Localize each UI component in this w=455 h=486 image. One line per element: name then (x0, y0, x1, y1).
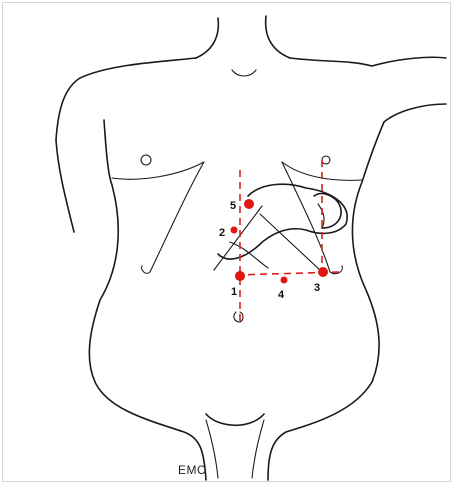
neck-right (266, 16, 290, 58)
right-arm-upper (384, 104, 446, 122)
left-flank (89, 120, 206, 480)
right-costal-margin (282, 162, 342, 274)
fundus-fold (318, 204, 324, 228)
left-pectoral-fold (112, 162, 204, 179)
stomach-greater-curve (230, 242, 268, 268)
port-1-marker (235, 271, 245, 281)
instrument-line-1 (260, 214, 322, 272)
port-4-label: 4 (278, 289, 285, 301)
port-4-marker (281, 277, 288, 284)
port-3-marker (318, 267, 328, 277)
port-labels: 5 2 1 4 3 (219, 200, 320, 301)
port-5-label: 5 (230, 200, 236, 212)
neck-left (196, 18, 218, 58)
port-3-label: 3 (314, 282, 320, 294)
port-2-label: 2 (219, 227, 225, 239)
right-flank (268, 122, 384, 480)
port-5-marker (244, 199, 254, 209)
port-markers (231, 199, 329, 284)
left-arm (56, 140, 74, 232)
umbilicus-icon (234, 312, 243, 322)
right-nipple-icon (322, 156, 330, 164)
left-costal-margin (142, 162, 204, 273)
emc-watermark: EMC (178, 463, 206, 477)
inner-thigh-right (252, 420, 264, 478)
groin-line (206, 414, 264, 425)
left-shoulder (56, 58, 196, 140)
left-nipple-icon (141, 155, 151, 165)
port-1-label: 1 (231, 286, 237, 298)
inner-thigh-left (206, 420, 218, 478)
port-2-marker (231, 227, 238, 234)
right-shoulder (290, 57, 446, 66)
clavicle-notch (232, 70, 256, 76)
torso-outline (56, 16, 446, 480)
